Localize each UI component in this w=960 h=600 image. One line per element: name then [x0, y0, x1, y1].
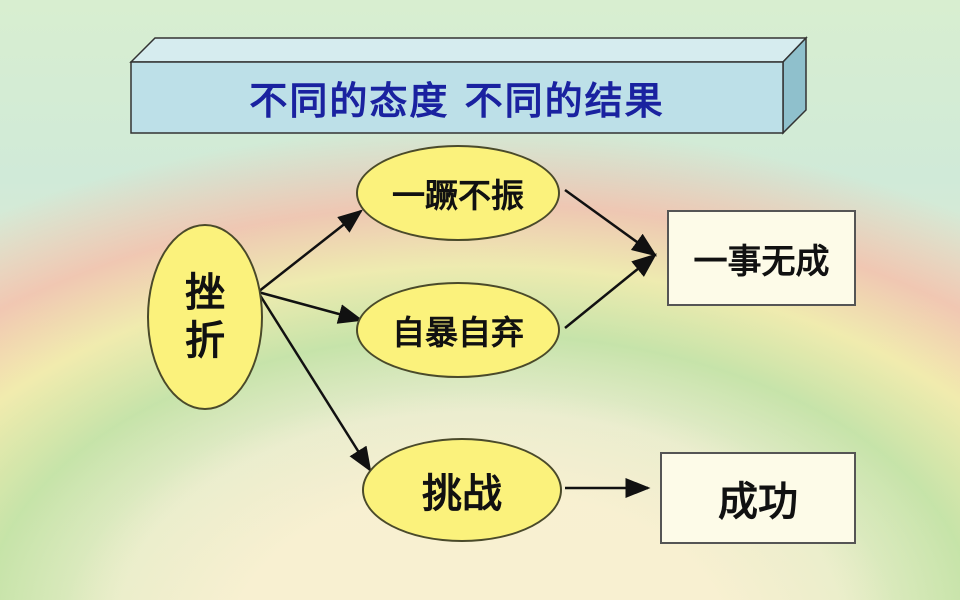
node-self-abandon-label: 自暴自弃: [392, 313, 524, 352]
arrow-giveup-failure: [564, 188, 658, 257]
node-setback-label: 挫折: [185, 269, 225, 364]
node-give-up-label: 一蹶不振: [392, 176, 524, 215]
node-challenge-label: 挑战: [422, 470, 502, 517]
arrow-setback-challenge: [256, 291, 372, 473]
arrow-setback-selfabandon: [257, 290, 364, 324]
node-failure-label: 一事无成: [693, 241, 830, 282]
node-failure: 一事无成: [667, 210, 856, 306]
title-box-front: [130, 61, 784, 134]
node-challenge: 挑战: [362, 438, 562, 542]
title-box-top: [129, 37, 808, 63]
node-self-abandon: 自暴自弃: [356, 282, 560, 378]
page-title: 不同的态度 不同的结果: [249, 78, 665, 123]
arrow-selfabandon-failure: [564, 253, 657, 329]
arrow-setback-giveup: [257, 209, 363, 293]
node-setback: 挫折: [147, 224, 263, 410]
node-give-up: 一蹶不振: [356, 145, 560, 241]
node-success-label: 成功: [718, 478, 798, 525]
node-success: 成功: [660, 452, 856, 544]
